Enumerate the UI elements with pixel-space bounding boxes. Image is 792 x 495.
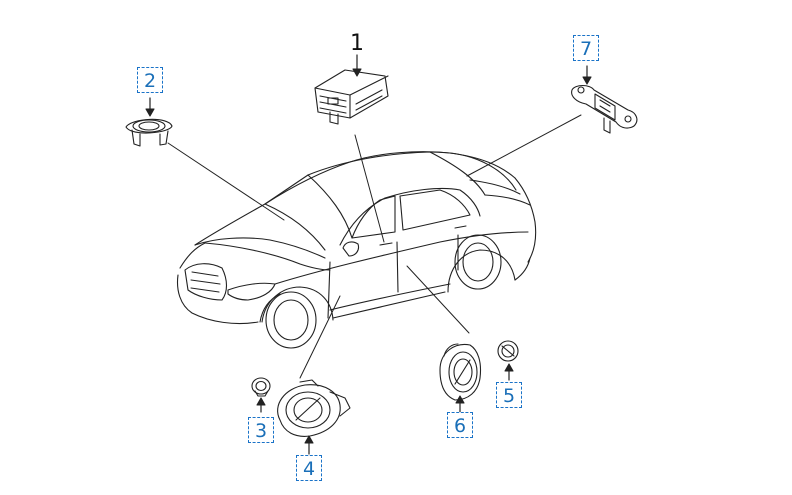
- callout-4[interactable]: 4: [296, 455, 322, 481]
- callout-3[interactable]: 3: [248, 417, 274, 443]
- callout-6[interactable]: 6: [447, 412, 473, 438]
- part-4-door-woofer[interactable]: [277, 379, 351, 437]
- part-2-dashboard-speaker[interactable]: [125, 118, 173, 147]
- callout-7[interactable]: 7: [573, 35, 599, 61]
- part-3-front-tweeter[interactable]: [251, 377, 271, 397]
- callout-2[interactable]: 2: [137, 67, 163, 93]
- part-5-rear-tweeter[interactable]: [497, 340, 519, 362]
- leader-lines: [167, 114, 582, 379]
- part-1-amplifier[interactable]: [314, 69, 389, 125]
- sedan-illustration: [176, 151, 537, 349]
- callout-5[interactable]: 5: [496, 382, 522, 408]
- callout-1[interactable]: 1: [350, 31, 364, 56]
- part-6-rear-door-speaker[interactable]: [439, 343, 482, 401]
- part-7-subwoofer-bracket[interactable]: [571, 84, 638, 134]
